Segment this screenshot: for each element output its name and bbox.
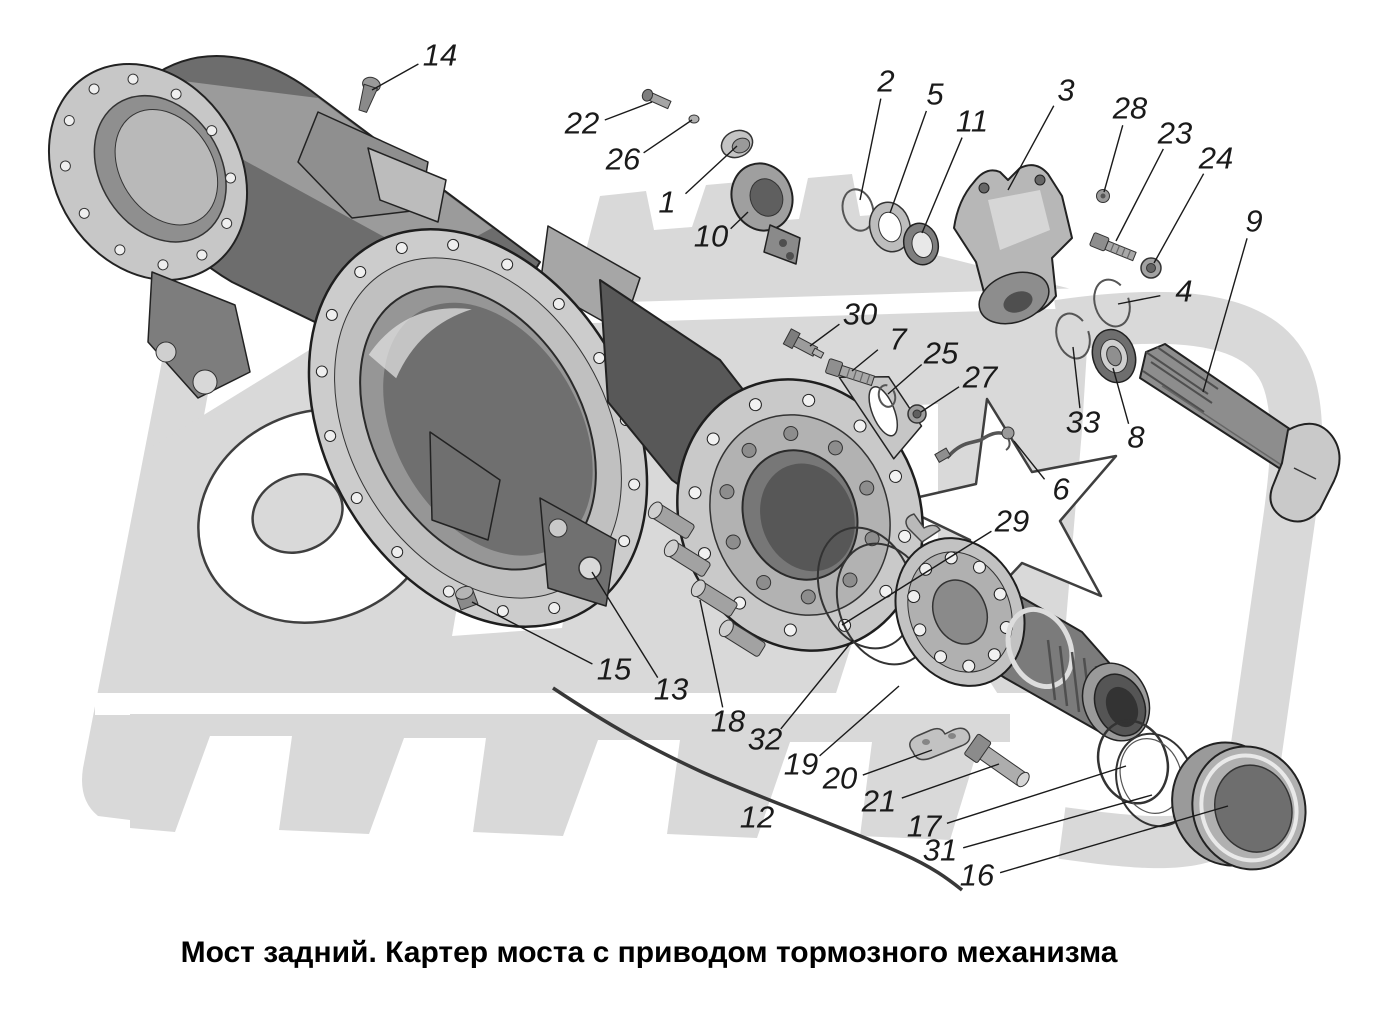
leader-line-30 xyxy=(809,323,840,347)
figure-caption: Мост задний. Картер моста с приводом тор… xyxy=(180,936,1118,969)
leader-line-17 xyxy=(946,765,1127,824)
leader-lines xyxy=(371,63,1248,874)
leader-line-13 xyxy=(591,571,659,679)
leader-line-33 xyxy=(1072,346,1081,409)
breather-pipe-12 xyxy=(552,686,964,892)
leader-line-3 xyxy=(1007,105,1055,191)
leader-line-10 xyxy=(730,211,749,230)
leader-line-23 xyxy=(1115,148,1164,242)
nut-28 xyxy=(1096,189,1110,203)
clip-20 xyxy=(909,727,971,761)
leader-line-16 xyxy=(999,805,1229,874)
nut-24 xyxy=(1140,257,1162,279)
leader-line-8 xyxy=(1112,367,1130,424)
leader-line-27 xyxy=(920,386,960,413)
bolt-7 xyxy=(825,358,875,387)
fitting-30 xyxy=(782,328,825,359)
hub-spindle xyxy=(894,537,1151,742)
bolt-21 xyxy=(964,733,1030,788)
ring-33 xyxy=(1055,312,1091,360)
washer-5 xyxy=(868,201,912,253)
stud-14 xyxy=(358,76,381,113)
leader-line-28 xyxy=(1103,125,1124,193)
leader-line-20 xyxy=(862,749,933,776)
ring-2 xyxy=(841,188,875,232)
leader-line-21 xyxy=(901,763,1000,799)
clip-small xyxy=(905,513,941,543)
brake-flange xyxy=(647,375,924,657)
leader-line-29 xyxy=(841,530,992,626)
leader-line-2 xyxy=(859,98,882,201)
leader-line-7 xyxy=(851,349,879,372)
leader-line-32 xyxy=(780,639,854,730)
brake-pipe-6 xyxy=(934,426,1015,463)
leader-line-25 xyxy=(887,363,923,395)
leader-line-19 xyxy=(819,685,900,757)
leader-line-15 xyxy=(471,601,593,665)
plug-15 xyxy=(455,585,479,611)
camshaft-bracket xyxy=(953,164,1073,325)
flange-studs xyxy=(647,501,766,657)
leader-line-26 xyxy=(643,119,693,154)
leader-line-11 xyxy=(921,137,963,234)
brake-camshaft xyxy=(1139,343,1341,523)
nut-27 xyxy=(907,404,927,424)
leader-line-24 xyxy=(1153,173,1205,264)
leader-line-5 xyxy=(889,110,928,214)
bolt-22 xyxy=(641,88,672,110)
seal-8 xyxy=(1091,328,1137,384)
leader-line-18 xyxy=(699,599,724,708)
leader-line-1 xyxy=(685,145,738,195)
leader-line-14 xyxy=(371,63,419,91)
ring-16 xyxy=(1171,741,1307,871)
snap-ring-4 xyxy=(1093,278,1131,328)
axle-housing xyxy=(47,55,801,628)
leader-line-22 xyxy=(604,101,653,121)
cap-1 xyxy=(720,129,754,159)
leader-line-9 xyxy=(1202,238,1248,393)
washer-25 xyxy=(877,384,897,408)
leader-line-4 xyxy=(1117,294,1161,305)
leader-line-6 xyxy=(1013,440,1046,480)
bolt-23 xyxy=(1089,232,1137,262)
axle-drawing xyxy=(47,55,1341,892)
leader-line-31 xyxy=(962,794,1153,849)
ring-11 xyxy=(902,222,940,266)
ring-17 xyxy=(1096,719,1170,805)
